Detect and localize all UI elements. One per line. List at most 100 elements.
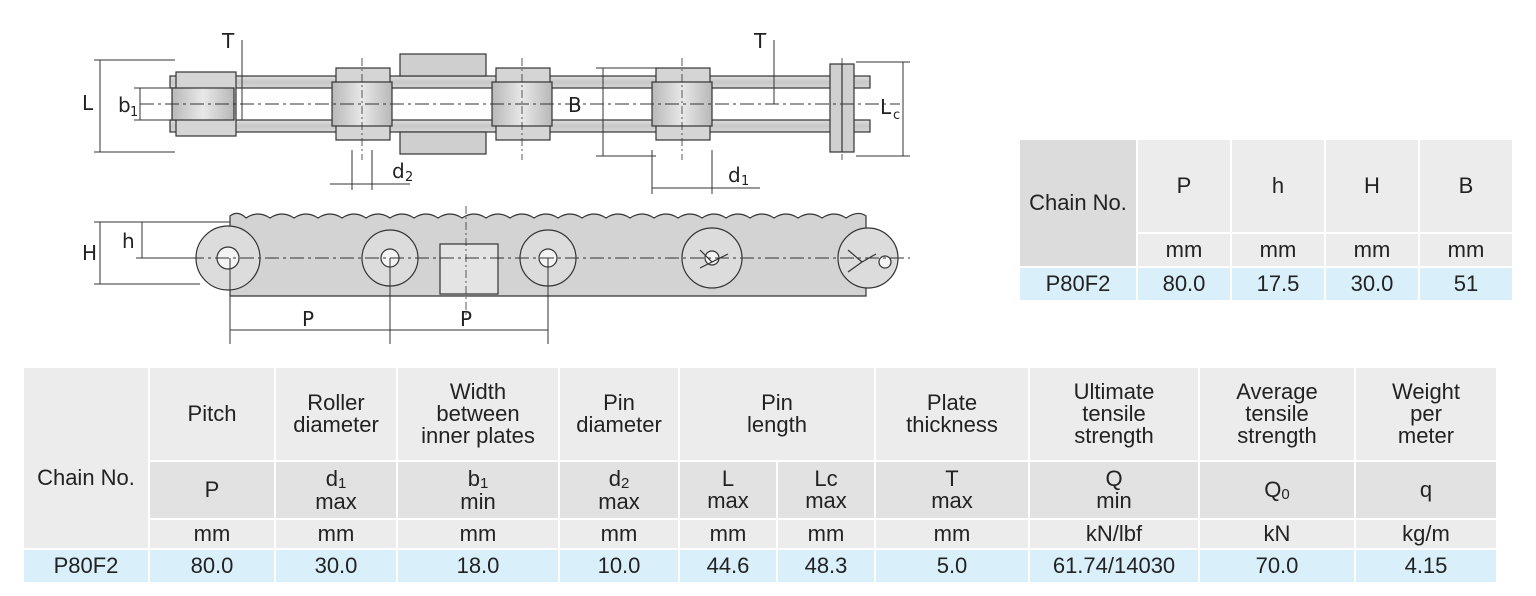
chain-no-header: Chain No.: [1020, 140, 1136, 266]
header-pin-diameter: Pin diameter: [560, 368, 678, 460]
sym-Q-qualifier: min: [1096, 488, 1132, 513]
sym-d2-qualifier: max: [598, 488, 640, 514]
header-pin-len-line2: length: [747, 412, 807, 437]
row-chain: P80F2: [24, 550, 148, 582]
dim-P-left: P: [302, 307, 314, 331]
unit-T: mm: [876, 520, 1028, 548]
row-B: 51: [1420, 268, 1512, 300]
chain-technical-drawing: T T L b 1 B L c d 2 d 1 H h: [82, 29, 910, 344]
header-pin-len-line1: Pin: [761, 390, 793, 415]
header-ultimate-strength: Ultimate tensile strength: [1030, 368, 1198, 460]
table-row: P80F2 80.0 30.0 18.0 10.0 44.6 48.3 5.0 …: [24, 550, 1496, 582]
header-ult-line2: tensile: [1082, 401, 1146, 426]
unit-h: mm: [1232, 234, 1324, 266]
header-H: H: [1326, 140, 1418, 232]
dim-T-right: T: [753, 29, 767, 53]
chain-dimensions-table: Chain No. P h H B mm mm mm mm P80F2 80.0…: [1018, 138, 1514, 302]
dim-L: L: [82, 91, 94, 115]
dim-h: h: [122, 229, 135, 253]
sym-T: T max: [876, 462, 1028, 518]
row-H: 30.0: [1326, 268, 1418, 300]
header-avg-line1: Average: [1236, 379, 1318, 404]
sym-Q0-sub: 0: [1281, 485, 1290, 503]
header-plate-line1: Plate: [926, 390, 978, 415]
chain-specifications-table: Chain No. Pitch Roller diameter Width be…: [22, 366, 1498, 584]
header-weight-line3: meter: [1397, 423, 1455, 448]
sym-Lc: Lc max: [778, 462, 874, 518]
header-weight-line2: per: [1410, 401, 1442, 426]
unit-Q0: kN: [1200, 520, 1354, 548]
header-width-line2: between: [436, 401, 520, 426]
unit-Q: kN/lbf: [1030, 520, 1198, 548]
unit-L: mm: [680, 520, 776, 548]
dim-b1: b: [118, 93, 131, 117]
header-average-strength: Average tensile strength: [1200, 368, 1354, 460]
top-view: [140, 53, 900, 160]
unit-B: mm: [1420, 234, 1512, 266]
sym-Lc-qualifier: max: [805, 488, 847, 513]
unit-d1: mm: [276, 520, 396, 548]
sym-Lc-letter: Lc: [814, 466, 838, 491]
top-view-dimensions: [94, 40, 910, 194]
sym-d1-qualifier: max: [315, 488, 357, 514]
row-L: 44.6: [680, 550, 776, 582]
unit-Lc: mm: [778, 520, 874, 548]
header-ult-line1: Ultimate: [1073, 379, 1155, 404]
sym-b1-sub: 1: [479, 474, 489, 492]
table-row: P80F2 80.0 17.5 30.0 51: [1020, 268, 1512, 300]
row-Q0: 70.0: [1200, 550, 1354, 582]
dim-d1-sub: 1: [741, 174, 749, 189]
sym-L-qualifier: max: [707, 488, 749, 513]
sym-d1: d1 max: [276, 462, 396, 518]
header-B: B: [1420, 140, 1512, 232]
side-view: [190, 206, 910, 320]
sym-Q0-letter: Q: [1264, 476, 1282, 502]
header-roller-line2: diameter: [293, 412, 379, 437]
sym-T-qualifier: max: [931, 488, 973, 513]
sym-b1-qualifier: min: [460, 488, 496, 514]
sym-L-letter: L: [721, 466, 735, 491]
sym-d1-letter: d: [325, 465, 338, 491]
sym-Q0: Q0: [1200, 462, 1354, 518]
header-h: h: [1232, 140, 1324, 232]
dim-d2: d: [392, 159, 405, 183]
sym-d2: d2 max: [560, 462, 678, 518]
header-width-line3: inner plates: [421, 423, 535, 448]
sym-b1-letter: b: [467, 465, 480, 491]
header-weight-line1: Weight: [1391, 379, 1461, 404]
row-d1: 30.0: [276, 550, 396, 582]
unit-pitch: mm: [150, 520, 274, 548]
row-pitch: 80.0: [150, 550, 274, 582]
header-avg-line2: tensile: [1245, 401, 1309, 426]
dim-d2-sub: 2: [405, 170, 413, 185]
sym-d1-sub: 1: [337, 474, 347, 492]
row-q: 4.15: [1356, 550, 1496, 582]
row-T: 5.0: [876, 550, 1028, 582]
header-pin-d-line2: diameter: [576, 412, 662, 437]
dim-B: B: [568, 93, 582, 117]
sym-b1: b1 min: [398, 462, 558, 518]
side-view-dimensions: [94, 221, 549, 344]
header-width-line1: Width: [449, 379, 507, 404]
header-pin-d-line1: Pin: [603, 390, 635, 415]
row-b1: 18.0: [398, 550, 558, 582]
dim-H: H: [82, 241, 97, 265]
header-pin-length: Pin length: [680, 368, 874, 460]
sym-P: P: [150, 462, 274, 518]
dim-b1-sub: 1: [130, 105, 138, 120]
header-plate-line2: thickness: [906, 412, 998, 437]
header-roller-diameter: Roller diameter: [276, 368, 396, 460]
chain-no-header: Chain No.: [24, 368, 148, 548]
header-roller-line1: Roller: [307, 390, 365, 415]
dim-P-right: P: [460, 307, 472, 331]
sym-d2-letter: d: [608, 465, 621, 491]
sym-L: L max: [680, 462, 776, 518]
header-plate-thickness: Plate thickness: [876, 368, 1028, 460]
sym-Q-letter: Q: [1105, 466, 1123, 491]
sym-q: q: [1356, 462, 1496, 518]
sym-d2-sub: 2: [620, 474, 630, 492]
row-d2: 10.0: [560, 550, 678, 582]
header-ult-line3: strength: [1074, 423, 1154, 448]
row-P: 80.0: [1138, 268, 1230, 300]
unit-H: mm: [1326, 234, 1418, 266]
